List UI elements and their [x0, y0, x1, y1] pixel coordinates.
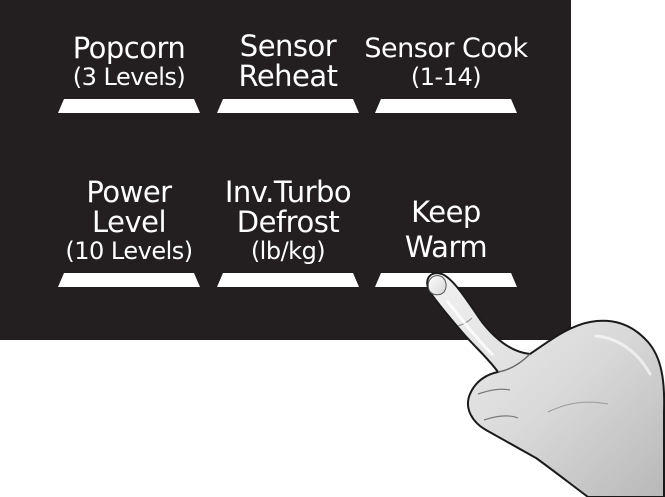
keep-warm-line1: Keep [411, 195, 481, 229]
power-level-line2: Level [91, 205, 167, 239]
sensor-cook-button-bar[interactable] [375, 99, 517, 113]
sensor-reheat-button[interactable]: Sensor Reheat [217, 0, 359, 113]
inv-turbo-defrost-label: Inv.Turbo Defrost (lb/kg) [217, 177, 359, 265]
popcorn-label: Popcorn (3 Levels) [58, 33, 200, 91]
control-panel: Popcorn (3 Levels) Sensor Reheat Sensor … [0, 0, 571, 340]
pointing-hand-icon [426, 272, 665, 497]
power-level-button-bar[interactable] [58, 273, 200, 287]
power-level-levels: (10 Levels) [65, 237, 193, 265]
power-level-line1: Power [86, 175, 172, 209]
popcorn-levels: (3 Levels) [72, 63, 186, 91]
popcorn-button-bar[interactable] [58, 99, 200, 113]
inv-turbo-defrost-units: (lb/kg) [250, 237, 326, 265]
power-level-button[interactable]: Power Level (10 Levels) [58, 160, 200, 287]
sensor-reheat-label: Sensor Reheat [217, 31, 359, 91]
popcorn-button[interactable]: Popcorn (3 Levels) [58, 0, 200, 113]
inv-turbo-defrost-line2: Defrost [236, 205, 340, 239]
sensor-cook-range: (1-14) [410, 63, 482, 91]
inv-turbo-defrost-button[interactable]: Inv.Turbo Defrost (lb/kg) [217, 160, 359, 287]
power-level-label: Power Level (10 Levels) [58, 177, 200, 265]
sensor-cook-title: Sensor Cook [364, 33, 528, 64]
inv-turbo-defrost-line1: Inv.Turbo [224, 175, 352, 209]
keep-warm-label: Keep Warm [375, 195, 517, 265]
inv-turbo-defrost-button-bar[interactable] [217, 273, 359, 287]
sensor-cook-button[interactable]: Sensor Cook (1-14) [364, 0, 528, 113]
popcorn-title: Popcorn [72, 31, 186, 65]
sensor-reheat-line1: Sensor [239, 29, 337, 63]
sensor-reheat-line2: Reheat [238, 59, 338, 93]
keep-warm-line2: Warm [404, 230, 488, 264]
sensor-cook-label: Sensor Cook (1-14) [364, 35, 528, 92]
sensor-reheat-button-bar[interactable] [217, 99, 359, 113]
